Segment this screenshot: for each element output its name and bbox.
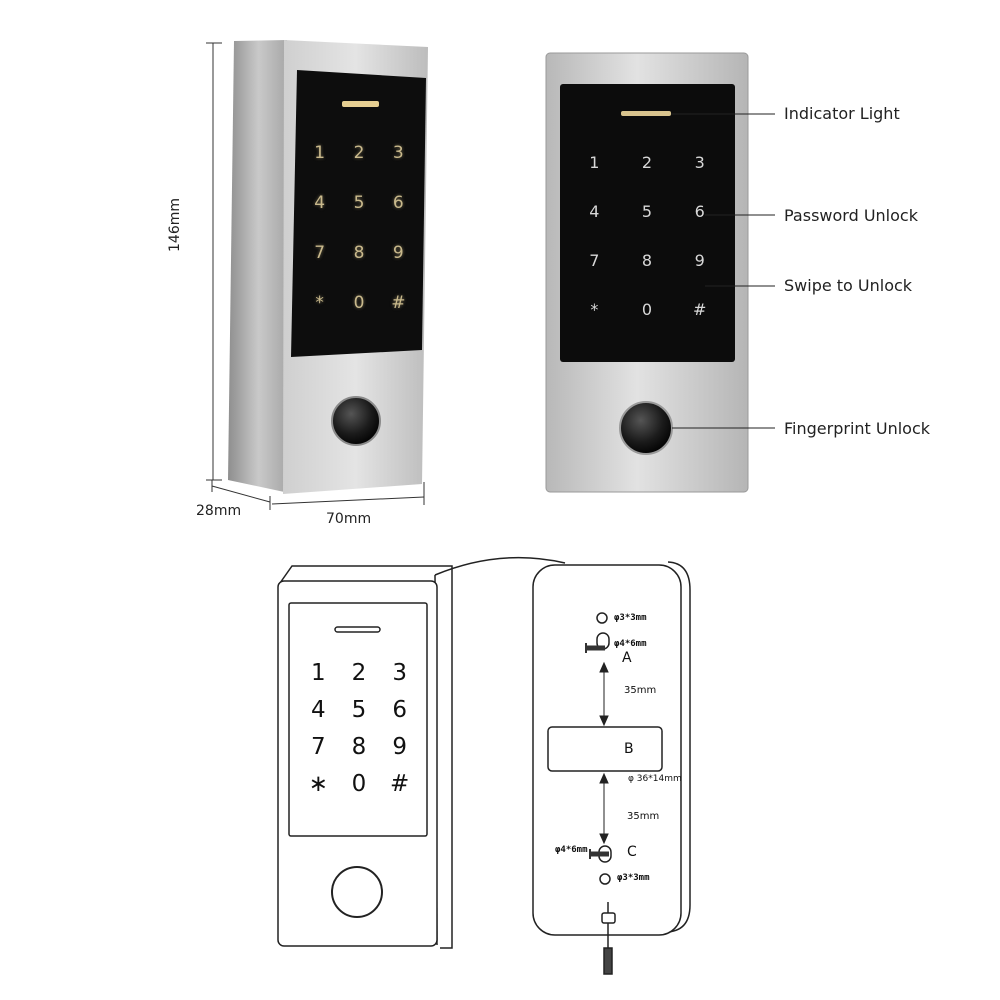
key-4[interactable]: 4 <box>314 193 326 213</box>
label-b: B <box>624 741 634 757</box>
feature-label-fingerprint-unlock: Fingerprint Unlock <box>784 419 931 438</box>
key-0[interactable]: 0 <box>351 770 367 797</box>
key-2[interactable]: 2 <box>641 153 653 172</box>
hole-small-bottom-label: φ3*3mm <box>617 873 650 883</box>
line-keypad: 1 2 3 4 5 6 7 8 9 ∗ 0 # <box>298 654 420 802</box>
key-5[interactable]: 5 <box>353 193 365 213</box>
device-glass-panel <box>291 70 426 357</box>
key-9[interactable]: 9 <box>392 243 404 263</box>
mounting-line-drawing <box>277 556 691 975</box>
key-0[interactable]: 0 <box>353 293 365 313</box>
left-device-outline <box>277 580 438 947</box>
key-3[interactable]: 3 <box>392 659 407 686</box>
slot-b-outline <box>547 726 663 772</box>
key-0[interactable]: 0 <box>641 300 653 319</box>
device-indicator-light <box>342 101 379 107</box>
key-1[interactable]: 1 <box>311 659 326 686</box>
spacing-bottom-label: 35mm <box>627 811 660 822</box>
key-star[interactable]: * <box>315 293 324 313</box>
key-8[interactable]: 8 <box>641 251 653 270</box>
hole-small-top <box>596 612 608 624</box>
screw-c <box>589 845 612 863</box>
perspective-device-illustration <box>206 40 428 510</box>
left-device-glass-outline <box>288 602 428 837</box>
hinge-flap <box>434 556 566 576</box>
front-fingerprint-sensor <box>619 401 673 455</box>
hole-a-label: φ4*6mm <box>614 639 647 649</box>
hole-c-label: φ4*6mm <box>555 845 588 855</box>
key-7[interactable]: 7 <box>311 733 326 760</box>
callout-lines <box>671 113 775 429</box>
cable <box>601 902 616 975</box>
key-4[interactable]: 4 <box>589 202 600 221</box>
slot-b-size-label: φ 36*14mm <box>628 774 682 784</box>
hole-small-top-label: φ3*3mm <box>614 613 647 623</box>
key-8[interactable]: 8 <box>353 243 365 263</box>
perspective-keypad: 1 2 3 4 5 6 7 8 9 * 0 # <box>300 128 418 328</box>
key-6[interactable]: 6 <box>392 193 404 213</box>
key-hash[interactable]: # <box>692 300 707 319</box>
left-indicator-outline <box>334 626 381 633</box>
dimension-depth-label: 28mm <box>196 503 242 519</box>
dimension-width-label: 70mm <box>326 511 372 527</box>
key-6[interactable]: 6 <box>392 696 407 723</box>
dimension-lines <box>206 42 425 510</box>
feature-label-indicator-light: Indicator Light <box>784 104 900 123</box>
spacing-arrows <box>599 661 609 845</box>
key-9[interactable]: 9 <box>694 251 705 270</box>
left-device-back-outline <box>279 565 453 949</box>
key-7[interactable]: 7 <box>589 251 600 270</box>
feature-label-swipe-unlock: Swipe to Unlock <box>784 276 913 295</box>
backplate-outline <box>532 564 682 936</box>
key-1[interactable]: 1 <box>314 143 326 163</box>
front-device-illustration <box>545 52 775 493</box>
left-fingerprint-outline <box>331 866 383 918</box>
key-star[interactable]: * <box>590 300 599 319</box>
key-hash[interactable]: # <box>390 770 410 797</box>
key-3[interactable]: 3 <box>694 153 705 172</box>
key-9[interactable]: 9 <box>392 733 407 760</box>
front-device-glass <box>560 84 735 362</box>
key-2[interactable]: 2 <box>353 143 365 163</box>
screw-a <box>585 632 610 653</box>
feature-label-password-unlock: Password Unlock <box>784 206 918 225</box>
spacing-top-label: 35mm <box>624 685 657 696</box>
key-star[interactable]: ∗ <box>308 770 328 797</box>
label-a: A <box>622 650 632 666</box>
key-5[interactable]: 5 <box>351 696 367 723</box>
key-hash[interactable]: # <box>391 293 406 313</box>
hole-small-bottom <box>599 873 611 885</box>
key-5[interactable]: 5 <box>641 202 653 221</box>
key-6[interactable]: 6 <box>694 202 705 221</box>
device-side-face <box>228 40 289 493</box>
label-c: C <box>627 844 637 860</box>
key-3[interactable]: 3 <box>392 143 404 163</box>
key-4[interactable]: 4 <box>311 696 326 723</box>
key-2[interactable]: 2 <box>351 659 367 686</box>
front-keypad: 1 2 3 4 5 6 7 8 9 * 0 # <box>568 138 726 334</box>
front-indicator-light <box>621 111 671 116</box>
key-8[interactable]: 8 <box>351 733 367 760</box>
backplate-side-outline <box>664 561 691 933</box>
device-fingerprint-sensor <box>331 396 381 446</box>
key-1[interactable]: 1 <box>589 153 600 172</box>
key-7[interactable]: 7 <box>314 243 326 263</box>
